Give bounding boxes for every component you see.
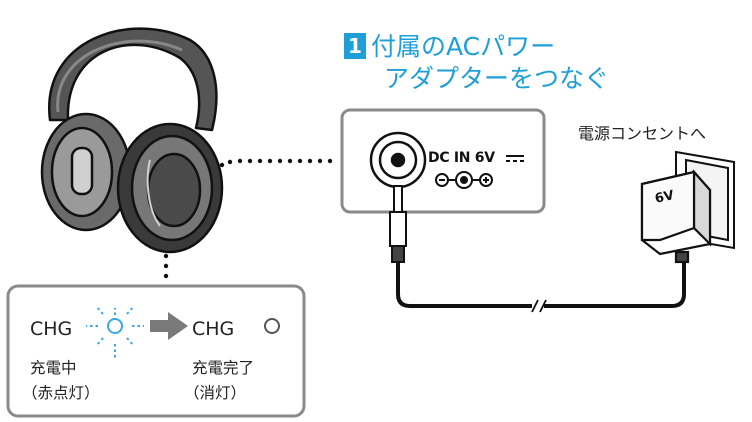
step-number-badge: 1 — [344, 33, 366, 59]
arrow-right-icon — [150, 312, 188, 340]
polarity-icon — [435, 171, 493, 189]
dc-jack-icon — [369, 131, 427, 189]
dc-symbol-icon — [506, 155, 524, 162]
charging-status-text: 充電中 — [30, 359, 77, 377]
chg-label-complete: CHG — [192, 318, 235, 340]
led-lit-icon — [86, 305, 144, 360]
charging-status-note: （赤点灯） — [22, 384, 100, 402]
power-cable — [544, 262, 686, 308]
charge-status-panel — [6, 284, 306, 418]
dc-plug-icon — [389, 185, 407, 263]
cable-break-icon — [531, 299, 547, 313]
chg-label-charging: CHG — [30, 318, 73, 340]
step-title-line1: 付属のACパワー — [371, 32, 556, 61]
jack-label: DC IN 6V — [428, 150, 495, 166]
headphones-icon — [40, 27, 224, 254]
complete-status-text: 充電完了 — [192, 359, 255, 377]
outlet-label: 電源コンセントへ — [578, 124, 707, 143]
complete-status-note: （消灯） — [184, 384, 247, 402]
led-off-icon — [264, 318, 280, 334]
ac-adapter-icon — [640, 169, 712, 264]
step-title-line2: アダプターをつなぐ — [384, 64, 610, 93]
power-cable — [396, 262, 532, 308]
